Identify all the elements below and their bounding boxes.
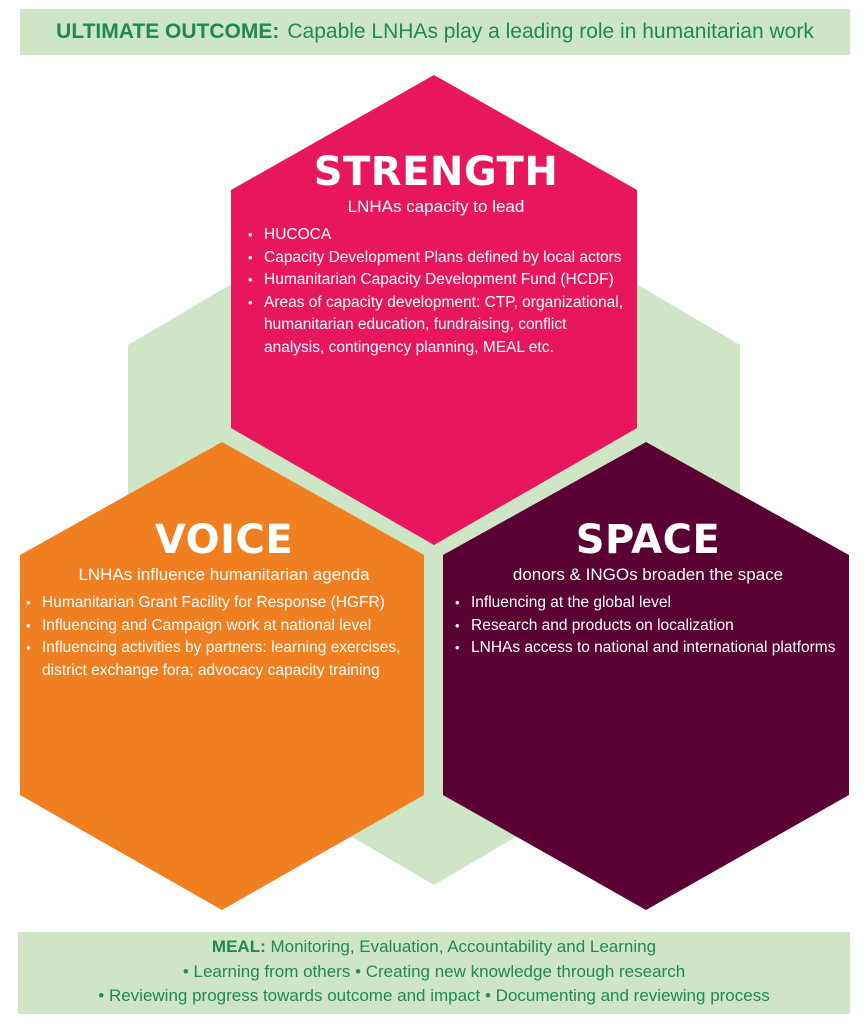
space-panel: SPACE donors & INGOs broaden the space I… [453,518,843,660]
strength-list: HUCOCA Capacity Development Plans define… [246,224,626,359]
ultimate-outcome-text: Capable LNHAs play a leading role in hum… [287,20,814,43]
meal-heading: MEAL: Monitoring, Evaluation, Accountabi… [18,935,850,960]
voice-panel: VOICE LNHAs influence humanitarian agend… [24,518,424,682]
space-hex [443,442,849,910]
list-item: Humanitarian Capacity Development Fund (… [246,269,626,292]
voice-list: Humanitarian Grant Facility for Response… [24,592,424,682]
meal-text: Monitoring, Evaluation, Accountability a… [270,937,657,956]
strength-subtitle: LNHAs capacity to lead [347,197,525,216]
list-item: Influencing and Campaign work at nationa… [24,615,424,638]
space-subtitle: donors & INGOs broaden the space [512,565,784,584]
meal-line-3: • Reviewing progress towards outcome and… [98,986,770,1005]
list-item: Capacity Development Plans defined by lo… [246,247,626,270]
list-item: Humanitarian Grant Facility for Response… [24,592,424,615]
meal-line-2: • Learning from others • Creating new kn… [182,961,686,981]
strength-title: STRENGTH [313,149,559,195]
list-item: HUCOCA [246,224,626,247]
list-item: LNHAs access to national and internation… [453,637,843,660]
list-item: Areas of capacity development: CTP, orga… [246,292,626,360]
list-item: Research and products on localization [453,615,843,638]
voice-title: VOICE [154,517,294,563]
ultimate-outcome-banner: ULTIMATE OUTCOME: Capable LNHAs play a l… [20,9,850,55]
meal-banner: MEAL: Monitoring, Evaluation, Accountabi… [18,932,850,1014]
voice-subtitle: LNHAs influence humanitarian agenda [78,565,370,584]
list-item: Influencing activities by partners: lear… [24,637,424,682]
ultimate-outcome-label: ULTIMATE OUTCOME: [56,20,280,43]
strength-panel: STRENGTH LNHAs capacity to lead HUCOCA C… [246,150,626,359]
space-title: SPACE [575,517,721,563]
meal-label: MEAL: [211,937,266,956]
space-list: Influencing at the global level Research… [453,592,843,660]
list-item: Influencing at the global level [453,592,843,615]
